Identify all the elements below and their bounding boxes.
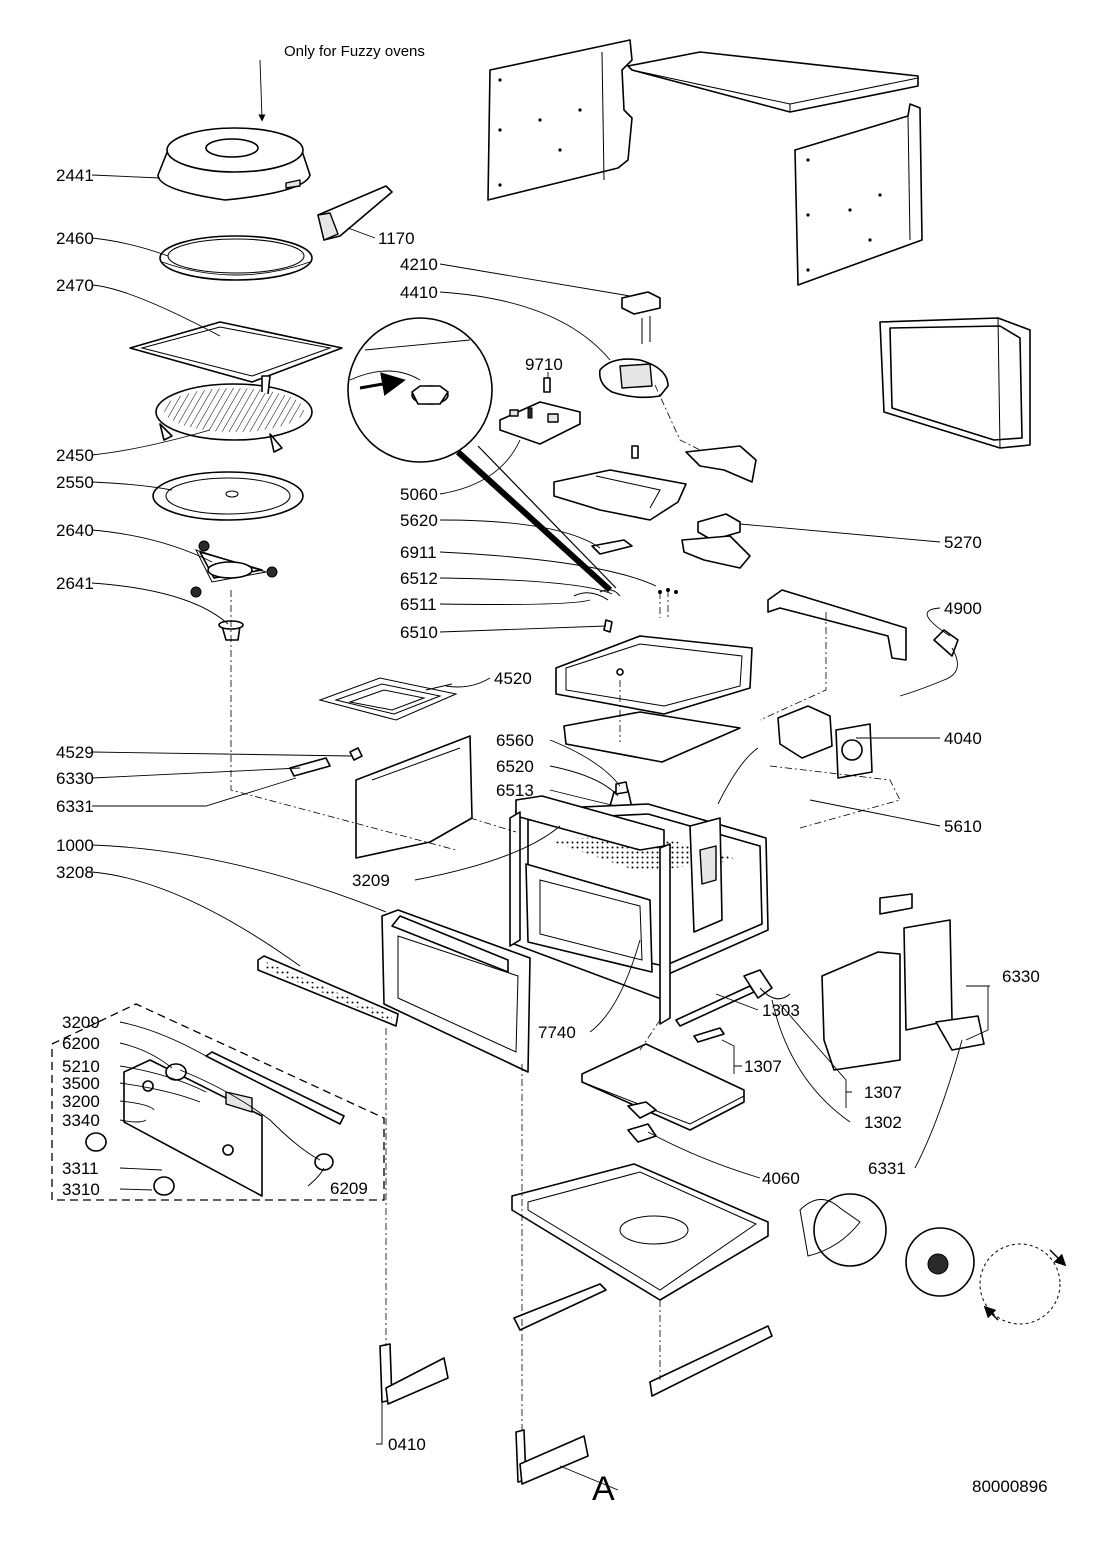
air-duct-cover — [685, 445, 757, 483]
label-2550: 2550 — [56, 473, 94, 492]
label-2460: 2460 — [56, 229, 94, 248]
switches-6911-6510 — [573, 588, 678, 633]
label-1303: 1303 — [762, 1001, 800, 1020]
label-4900: 4900 — [944, 599, 982, 618]
control-panel-group — [51, 1003, 385, 1201]
label-4520: 4520 — [494, 669, 532, 688]
door-trim-part-3208 — [257, 955, 399, 1027]
bottom-tray — [581, 1043, 745, 1131]
leader-lines — [91, 59, 990, 1491]
grill-element-part-4520 — [318, 677, 458, 721]
handle-part-1170 — [317, 185, 393, 241]
label-2441: 2441 — [56, 166, 94, 185]
door-part-1000 — [381, 909, 531, 1073]
label-2640: 2640 — [56, 521, 94, 540]
control-board-part-5060 — [499, 401, 581, 445]
oven-cavity — [509, 795, 769, 1025]
label-1000: 1000 — [56, 836, 94, 855]
label-2641: 2641 — [56, 574, 94, 593]
motor-part-4060 — [627, 1101, 657, 1143]
transformer-board-part-5270 — [681, 513, 751, 569]
label-6511: 6511 — [400, 595, 437, 614]
base-plate — [511, 1163, 769, 1301]
drawing-number: 80000896 — [972, 1477, 1048, 1496]
label-6513: 6513 — [496, 781, 534, 800]
grill-element-bracket-4210 — [621, 291, 661, 344]
door-glass-frame — [879, 317, 1031, 449]
turntable-glass-part-2550 — [152, 471, 304, 521]
label-3310: 3310 — [62, 1180, 100, 1199]
label-6520: 6520 — [496, 757, 534, 776]
roller-ring-part-2640 — [190, 540, 278, 598]
label-4410: 4410 — [400, 283, 438, 302]
label-4210: 4210 — [400, 255, 438, 274]
label-6331-right: 6331 — [868, 1159, 906, 1178]
view-letter: A — [592, 1470, 615, 1508]
label-2470: 2470 — [56, 276, 94, 295]
magnetron-4040 — [769, 705, 901, 829]
lamp-holder-6330 — [289, 757, 331, 777]
label-6510: 6510 — [400, 623, 438, 642]
label-3209-panel: 3209 — [62, 1013, 100, 1032]
magnifier-circle — [347, 317, 617, 593]
label-2450: 2450 — [56, 446, 94, 465]
label-6560: 6560 — [496, 731, 534, 750]
label-7740: 7740 — [538, 1023, 576, 1042]
label-3200: 3200 — [62, 1092, 100, 1111]
label-4529: 4529 — [56, 743, 94, 762]
crisp-cover-part-2441 — [157, 127, 311, 201]
top-cover-panel — [627, 51, 919, 113]
label-6209: 6209 — [330, 1179, 368, 1198]
side-panel-right — [794, 103, 923, 286]
label-6200: 6200 — [62, 1034, 100, 1053]
rod-part-1303 — [675, 985, 755, 1027]
label-1307-top: 1307 — [744, 1057, 782, 1076]
bracket-4529 — [349, 747, 363, 761]
fan-motor-part-4410 — [598, 358, 701, 451]
fuzzy-ovens-note: Only for Fuzzy ovens — [284, 43, 425, 60]
small-plate-part-5620 — [591, 539, 633, 555]
power-cord-part-4900 — [899, 629, 959, 697]
rod-part-1307 — [693, 1027, 725, 1043]
label-4040: 4040 — [944, 729, 982, 748]
label-1170: 1170 — [378, 229, 415, 248]
control-chassis — [553, 445, 687, 521]
label-1302: 1302 — [864, 1113, 902, 1132]
label-5210: 5210 — [62, 1057, 100, 1076]
baking-tray-part-2470 — [129, 321, 343, 383]
label-6911: 6911 — [400, 543, 437, 562]
label-9710: 9710 — [525, 355, 563, 374]
cavity-bottom-plate — [563, 680, 741, 763]
label-5060: 5060 — [400, 485, 438, 504]
label-6330-right: 6330 — [1002, 967, 1040, 986]
fan-blade-views — [799, 1193, 1067, 1325]
side-shield-right — [821, 893, 985, 1071]
crisp-plate-part-2460 — [159, 235, 313, 281]
label-3208: 3208 — [56, 863, 94, 882]
wiring-harness-5610 — [717, 747, 759, 805]
label-3500: 3500 — [62, 1074, 100, 1093]
label-5610: 5610 — [944, 817, 982, 836]
assembly-lines — [230, 590, 827, 1430]
label-6331-left: 6331 — [56, 797, 94, 816]
label-0410: 0410 — [388, 1435, 426, 1454]
label-6512: 6512 — [400, 569, 438, 588]
label-5270: 5270 — [944, 533, 982, 552]
label-1307-bottom: 1307 — [864, 1083, 902, 1102]
air-channel-top — [767, 589, 907, 661]
label-3311: 3311 — [62, 1159, 99, 1178]
label-4060: 4060 — [762, 1169, 800, 1188]
label-3340: 3340 — [62, 1111, 100, 1130]
label-5620: 5620 — [400, 511, 438, 530]
grill-rack-part-2450 — [155, 375, 313, 453]
label-6330-left: 6330 — [56, 769, 94, 788]
wave-guide-shield — [355, 735, 473, 859]
label-3209-center: 3209 — [352, 871, 390, 890]
hinge-part-1302 — [743, 969, 791, 1000]
base-rails — [379, 1283, 773, 1485]
side-panel-left — [487, 39, 633, 201]
fuse-part-9710 — [543, 377, 551, 393]
cavity-top-plate — [555, 635, 753, 715]
